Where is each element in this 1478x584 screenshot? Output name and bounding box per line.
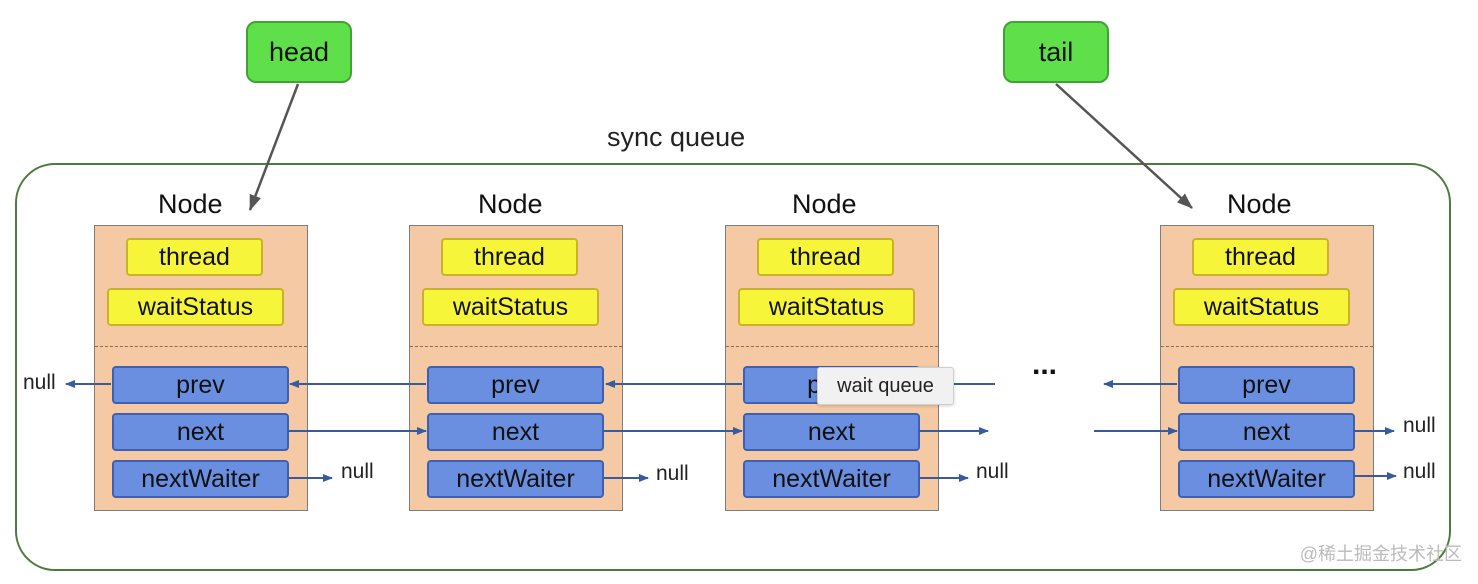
thread-field: thread bbox=[1192, 238, 1329, 276]
wait-status-field: waitStatus bbox=[1173, 288, 1350, 326]
node-divider bbox=[726, 346, 938, 347]
node-label-2: Node bbox=[478, 189, 543, 219]
node-label-1: Node bbox=[158, 189, 223, 219]
next-field: next bbox=[112, 413, 289, 451]
null-label-next-waiter-1: null bbox=[341, 460, 374, 483]
ellipsis: ... bbox=[1032, 348, 1058, 381]
null-label-next-waiter-3: null bbox=[976, 460, 1009, 483]
head-pointer: head bbox=[246, 21, 352, 83]
node-2: thread waitStatus prev next nextWaiter bbox=[409, 225, 623, 511]
tail-pointer: tail bbox=[1003, 21, 1109, 83]
node-divider bbox=[95, 346, 307, 347]
null-label-next-4: null bbox=[1403, 414, 1436, 437]
null-label-next-waiter-4: null bbox=[1403, 460, 1436, 483]
thread-field: thread bbox=[126, 238, 263, 276]
node-label-4: Node bbox=[1227, 189, 1292, 219]
wait-status-field: waitStatus bbox=[738, 288, 915, 326]
prev-field: prev bbox=[427, 366, 604, 404]
next-waiter-field: nextWaiter bbox=[427, 460, 604, 498]
next-waiter-field: nextWaiter bbox=[112, 460, 289, 498]
wait-status-field: waitStatus bbox=[422, 288, 599, 326]
head-arrow bbox=[248, 83, 300, 211]
wait-queue-tooltip: wait queue bbox=[817, 367, 954, 405]
thread-field: thread bbox=[441, 238, 578, 276]
next-waiter-field: nextWaiter bbox=[1178, 460, 1355, 498]
next-field: next bbox=[427, 413, 604, 451]
tail-arrow bbox=[1055, 83, 1193, 209]
node-label-3: Node bbox=[792, 189, 857, 219]
prev-field: prev bbox=[1178, 366, 1355, 404]
node-1: thread waitStatus prev next nextWaiter bbox=[94, 225, 308, 511]
next-field: next bbox=[743, 413, 920, 451]
wait-status-field: waitStatus bbox=[107, 288, 284, 326]
next-waiter-field: nextWaiter bbox=[743, 460, 920, 498]
node-4: thread waitStatus prev next nextWaiter bbox=[1160, 225, 1374, 511]
null-label-next-waiter-2: null bbox=[656, 462, 689, 485]
null-label-prev-1: null bbox=[23, 371, 56, 394]
thread-field: thread bbox=[757, 238, 894, 276]
prev-field: prev bbox=[112, 366, 289, 404]
node-divider bbox=[410, 346, 622, 347]
credit-watermark: @稀土掘金技术社区 bbox=[1299, 544, 1462, 564]
next-field: next bbox=[1178, 413, 1355, 451]
sync-queue-container bbox=[15, 163, 1451, 571]
sync-queue-title: sync queue bbox=[607, 122, 746, 152]
node-divider bbox=[1161, 346, 1373, 347]
